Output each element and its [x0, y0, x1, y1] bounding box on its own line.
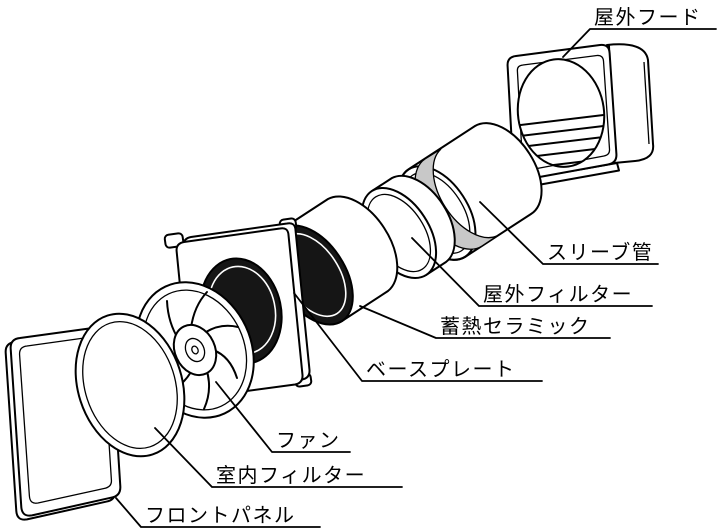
indoor-filter-inner-rim — [82, 320, 178, 450]
leader-outdoor-filter — [411, 237, 653, 307]
label-text-outdoor-hood: 屋外フード — [594, 5, 702, 29]
leader-base-plate — [293, 292, 543, 382]
label-fan: ファン — [215, 381, 351, 453]
indoor-filter-outer-rim — [74, 312, 186, 458]
leader-sleeve-pipe — [479, 201, 659, 265]
hood-body-curve — [643, 61, 650, 145]
part-indoor-filter — [74, 312, 186, 458]
label-text-outdoor-filter: 屋外フィルター — [483, 282, 633, 306]
hood-louver — [511, 113, 612, 127]
label-indoor-filter: 室内フィルター — [154, 427, 403, 488]
label-sleeve-pipe: スリーブ管 — [479, 201, 659, 265]
label-outdoor-hood: 屋外フード — [562, 5, 717, 58]
label-heat-storage-ceramic: 蓄熱セラミック — [359, 305, 611, 339]
label-text-base-plate: ベースプレート — [366, 357, 516, 381]
hood-body — [606, 43, 655, 164]
label-base-plate: ベースプレート — [293, 292, 543, 382]
leader-front-panel — [115, 497, 321, 528]
label-front-panel: フロントパネル — [115, 497, 321, 528]
leader-indoor-filter — [154, 427, 403, 488]
fan-hub — [172, 323, 218, 377]
hood-louver — [511, 135, 612, 149]
leader-outdoor-hood — [562, 28, 717, 58]
labels-layer: 屋外フード スリーブ管 屋外フィルター 蓄熱セラミック ベースプレート ファン … — [115, 5, 717, 528]
hood-louver — [511, 124, 612, 138]
fan-hub-inner — [184, 337, 206, 363]
leader-heat-storage-ceramic — [359, 305, 611, 339]
label-text-sleeve-pipe: スリーブ管 — [547, 240, 653, 264]
label-outdoor-filter: 屋外フィルター — [411, 237, 653, 307]
label-text-heat-storage-ceramic: 蓄熱セラミック — [440, 314, 591, 338]
leader-fan — [215, 381, 351, 453]
label-text-front-panel: フロントパネル — [145, 503, 296, 527]
fan-hub-center — [191, 345, 199, 355]
hood-flange-inner-line — [516, 54, 611, 171]
label-text-indoor-filter: 室内フィルター — [216, 463, 366, 487]
label-text-fan: ファン — [276, 428, 341, 452]
